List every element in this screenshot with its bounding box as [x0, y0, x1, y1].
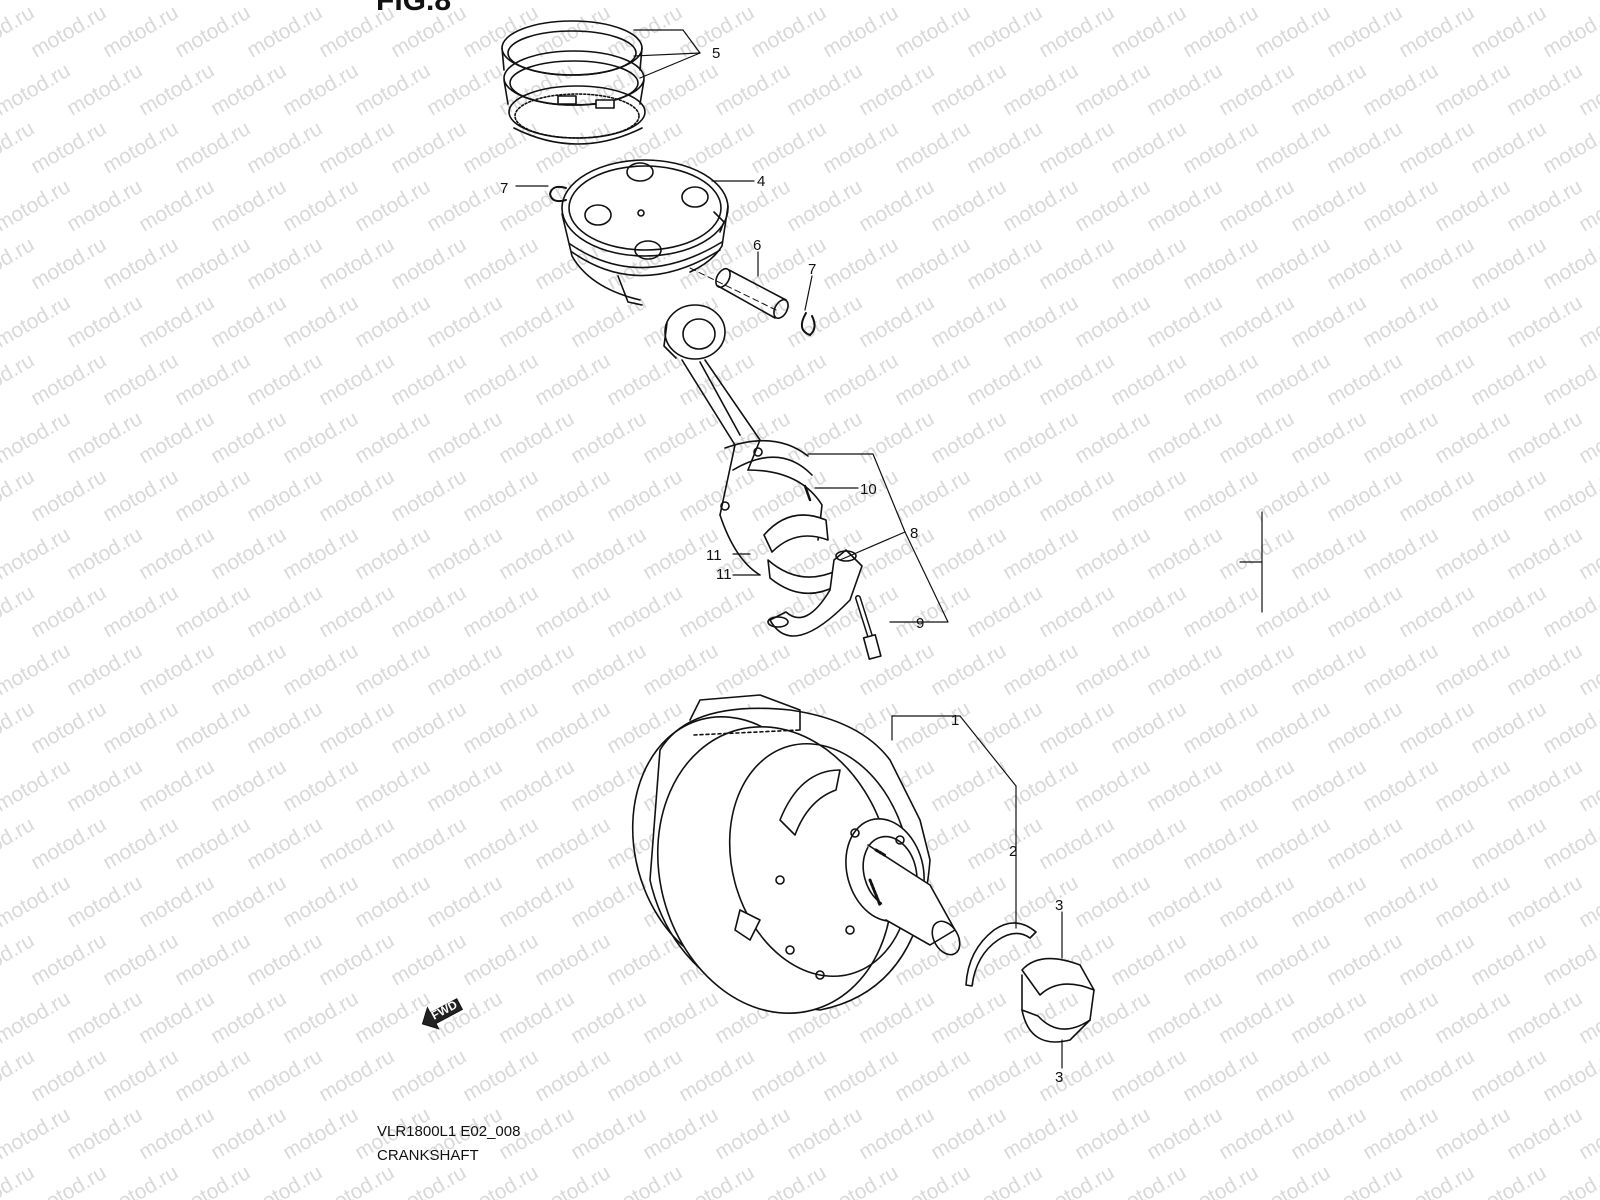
callout-3-lower: 3 — [1055, 1069, 1063, 1086]
piston — [561, 159, 729, 306]
thrust-washer — [965, 922, 1037, 987]
piston-pin — [689, 267, 789, 320]
forward-direction-badge: FWD — [414, 991, 468, 1037]
callout-7-left: 7 — [500, 180, 508, 197]
figure-label: FIG.8 — [376, 0, 452, 17]
conrod-bolt — [855, 595, 882, 660]
piston-rings — [501, 20, 646, 145]
callout-5: 5 — [712, 45, 720, 62]
leader-lines — [515, 29, 1263, 1069]
forward-arrow-icon — [421, 998, 464, 1030]
callout-4: 4 — [757, 173, 765, 190]
callout-8: 8 — [910, 525, 918, 542]
diagram-code: VLR1800L1 E02_008 — [377, 1123, 521, 1140]
circlip-left — [549, 185, 567, 203]
callout-2: 2 — [1009, 843, 1017, 860]
crankshaft-assembly — [631, 694, 961, 1014]
callout-11-upper: 11 — [706, 547, 722, 564]
callout-6: 6 — [753, 237, 761, 254]
callout-7-right: 7 — [808, 261, 816, 278]
conrod-cap — [767, 549, 863, 637]
diagram-title: CRANKSHAFT — [377, 1147, 479, 1164]
circlip-right — [800, 312, 816, 336]
callout-1: 1 — [951, 712, 959, 729]
callout-11-lower: 11 — [716, 566, 732, 583]
conrod-bearings — [763, 514, 839, 595]
callout-3-upper: 3 — [1055, 897, 1063, 914]
callout-10: 10 — [860, 481, 877, 498]
callout-9: 9 — [916, 615, 924, 632]
connecting-rod — [663, 304, 823, 576]
callout-numbers: 5 7 4 6 7 10 8 11 11 9 1 2 3 3 — [500, 45, 1063, 1086]
main-bearing — [1021, 957, 1095, 1043]
